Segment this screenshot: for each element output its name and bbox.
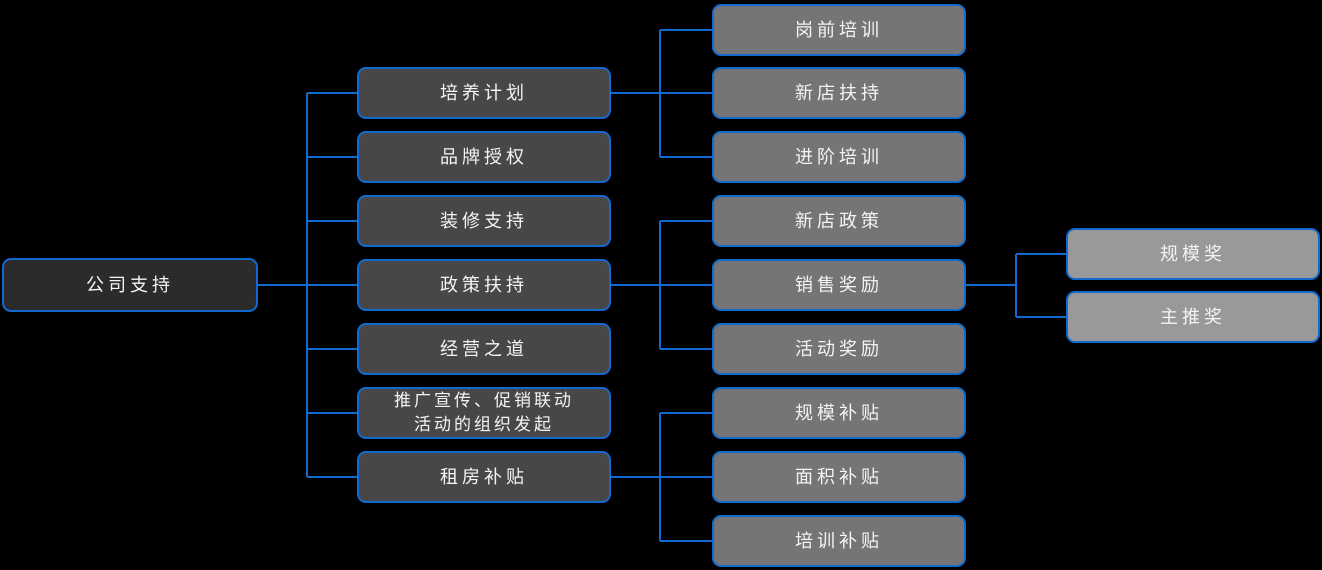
node-label: 岗前培训 xyxy=(795,20,883,40)
connector-root-to-level2 xyxy=(256,92,357,478)
node-label: 培养计划 xyxy=(440,83,528,103)
node-label: 销售奖励 xyxy=(795,275,883,295)
connector-rent-subsidy-children xyxy=(611,412,712,542)
node-label: 进阶培训 xyxy=(795,147,883,167)
node-rent-subsidy[interactable]: 租房补贴 xyxy=(357,451,611,503)
node-label: 品牌授权 xyxy=(440,147,528,167)
node-new-store-support[interactable]: 新店扶持 xyxy=(712,67,966,119)
node-label: 新店政策 xyxy=(795,211,883,231)
node-label: 规模补贴 xyxy=(795,403,883,423)
node-activity-reward[interactable]: 活动奖励 xyxy=(712,323,966,375)
node-new-store-policy[interactable]: 新店政策 xyxy=(712,195,966,247)
node-label: 经营之道 xyxy=(440,339,528,359)
node-scale-award[interactable]: 规模奖 xyxy=(1066,228,1320,280)
node-company-support[interactable]: 公司支持 xyxy=(2,258,258,312)
connector-sales-reward-children xyxy=(966,253,1066,318)
node-cultivation-plan[interactable]: 培养计划 xyxy=(357,67,611,119)
node-label: 装修支持 xyxy=(440,211,528,231)
node-label: 公司支持 xyxy=(86,275,174,295)
connector-cultivation-plan-children xyxy=(611,29,712,158)
node-scale-subsidy[interactable]: 规模补贴 xyxy=(712,387,966,439)
node-label: 规模奖 xyxy=(1160,244,1226,264)
connector-policy-support-children xyxy=(611,220,712,350)
node-policy-support[interactable]: 政策扶持 xyxy=(357,259,611,311)
node-pre-job-training[interactable]: 岗前培训 xyxy=(712,4,966,56)
node-label: 新店扶持 xyxy=(795,83,883,103)
node-label: 租房补贴 xyxy=(440,467,528,487)
node-label: 面积补贴 xyxy=(795,467,883,487)
node-brand-authorization[interactable]: 品牌授权 xyxy=(357,131,611,183)
node-label: 主推奖 xyxy=(1160,307,1226,327)
node-promotion-activities[interactable]: 推广宣传、促销联动 活动的组织发起 xyxy=(357,387,611,439)
node-decoration-support[interactable]: 装修支持 xyxy=(357,195,611,247)
node-sales-reward[interactable]: 销售奖励 xyxy=(712,259,966,311)
node-label: 政策扶持 xyxy=(440,275,528,295)
node-label: 推广宣传、促销联动 活动的组织发起 xyxy=(394,391,574,434)
node-label: 培训补贴 xyxy=(795,531,883,551)
node-advanced-training[interactable]: 进阶培训 xyxy=(712,131,966,183)
node-main-push-award[interactable]: 主推奖 xyxy=(1066,291,1320,343)
node-training-subsidy[interactable]: 培训补贴 xyxy=(712,515,966,567)
node-label: 活动奖励 xyxy=(795,339,883,359)
node-area-subsidy[interactable]: 面积补贴 xyxy=(712,451,966,503)
node-business-method[interactable]: 经营之道 xyxy=(357,323,611,375)
